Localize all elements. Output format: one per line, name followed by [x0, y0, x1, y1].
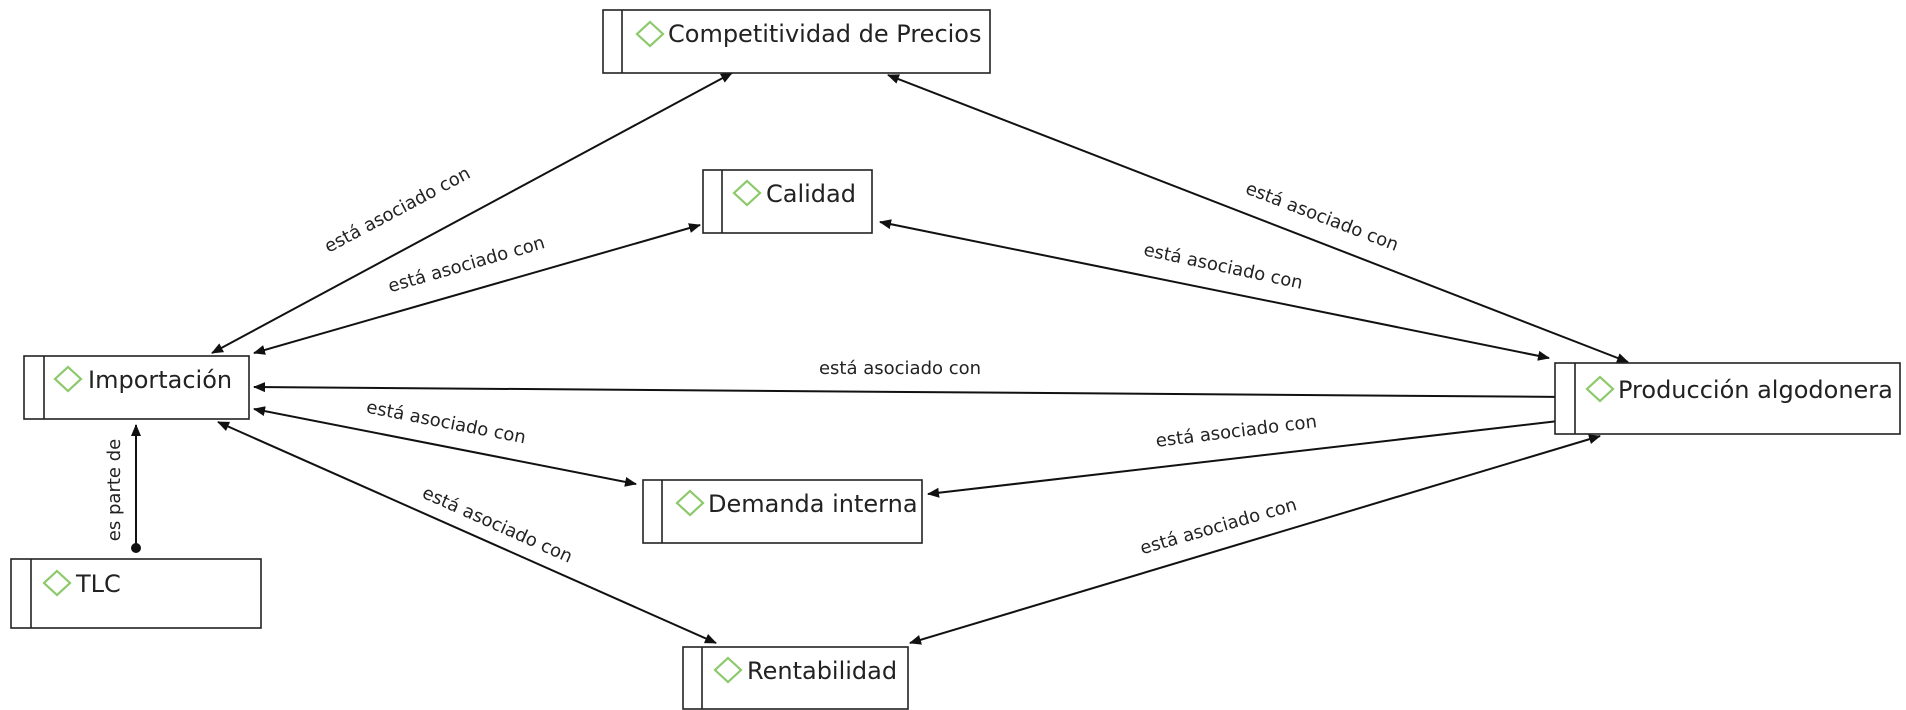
edge-label: está asociado con: [419, 482, 576, 567]
node-box: [702, 169, 873, 234]
node-calidad[interactable]: Calidad: [702, 169, 873, 234]
node-box: [682, 646, 909, 710]
edge-label: está asociado con: [819, 358, 981, 379]
nodes-layer: Competitividad de Precios Calidad Import…: [10, 9, 1901, 710]
node-label: Demanda interna: [708, 490, 918, 518]
edge-line: [887, 74, 1629, 363]
diamond-icon: [635, 20, 665, 48]
edge-calidad-produccion[interactable]: está asociado con: [879, 219, 1550, 361]
diamond-icon: [675, 489, 705, 517]
edge-line: [253, 382, 1568, 402]
node-box: [10, 558, 262, 629]
edge-label: está asociado con: [1155, 411, 1318, 452]
edge-line: [253, 223, 701, 355]
node-rentabilidad[interactable]: Rentabilidad: [682, 646, 909, 710]
node-label: Producción algodonera: [1618, 376, 1893, 404]
edge-importacion-demanda[interactable]: está asociado con: [253, 397, 637, 487]
diamond-icon: [732, 179, 762, 207]
node-box: [1554, 362, 1901, 435]
node-label: Calidad: [766, 180, 856, 208]
edge-line: [879, 219, 1550, 361]
edge-demanda-produccion[interactable]: está asociado con: [927, 411, 1568, 498]
edge-importacion-competitividad[interactable]: está asociado con: [211, 72, 733, 354]
node-label: Importación: [88, 366, 232, 394]
edge-label: está asociado con: [321, 163, 474, 258]
node-label: Competitividad de Precios: [668, 20, 982, 48]
edges-layer: está asociado con está asociado con está…: [104, 72, 1629, 645]
node-label: TLC: [75, 570, 121, 598]
node-demanda-interna[interactable]: Demanda interna: [642, 479, 923, 544]
diamond-icon: [53, 365, 83, 393]
edge-rentabilidad-produccion[interactable]: está asociado con: [909, 434, 1601, 645]
node-box: [602, 9, 991, 74]
edge-tlc-importacion[interactable]: es parte de: [104, 424, 141, 553]
node-importacion[interactable]: Importación: [23, 355, 250, 420]
edge-importacion-produccion[interactable]: está asociado con: [253, 358, 1568, 402]
edge-start-dot: [131, 543, 141, 553]
node-box: [23, 355, 250, 420]
node-competitividad-de-precios[interactable]: Competitividad de Precios: [602, 9, 991, 74]
diamond-icon: [42, 569, 72, 597]
edge-importacion-calidad[interactable]: está asociado con: [253, 223, 701, 355]
edge-label: está asociado con: [386, 232, 548, 297]
node-produccion-algodonera[interactable]: Producción algodonera: [1554, 362, 1901, 435]
edge-competitividad-produccion[interactable]: está asociado con: [887, 74, 1629, 363]
edge-label: está asociado con: [364, 397, 527, 449]
node-tlc[interactable]: TLC: [10, 558, 262, 629]
edge-label: es parte de: [104, 439, 125, 541]
edge-importacion-rentabilidad[interactable]: está asociado con: [217, 421, 717, 644]
edge-line: [909, 434, 1601, 645]
diamond-icon: [1585, 375, 1615, 403]
edge-line: [211, 72, 733, 354]
edge-line: [217, 421, 717, 644]
edge-label: está asociado con: [1142, 239, 1305, 293]
diamond-icon: [713, 656, 743, 684]
node-label: Rentabilidad: [747, 657, 897, 685]
